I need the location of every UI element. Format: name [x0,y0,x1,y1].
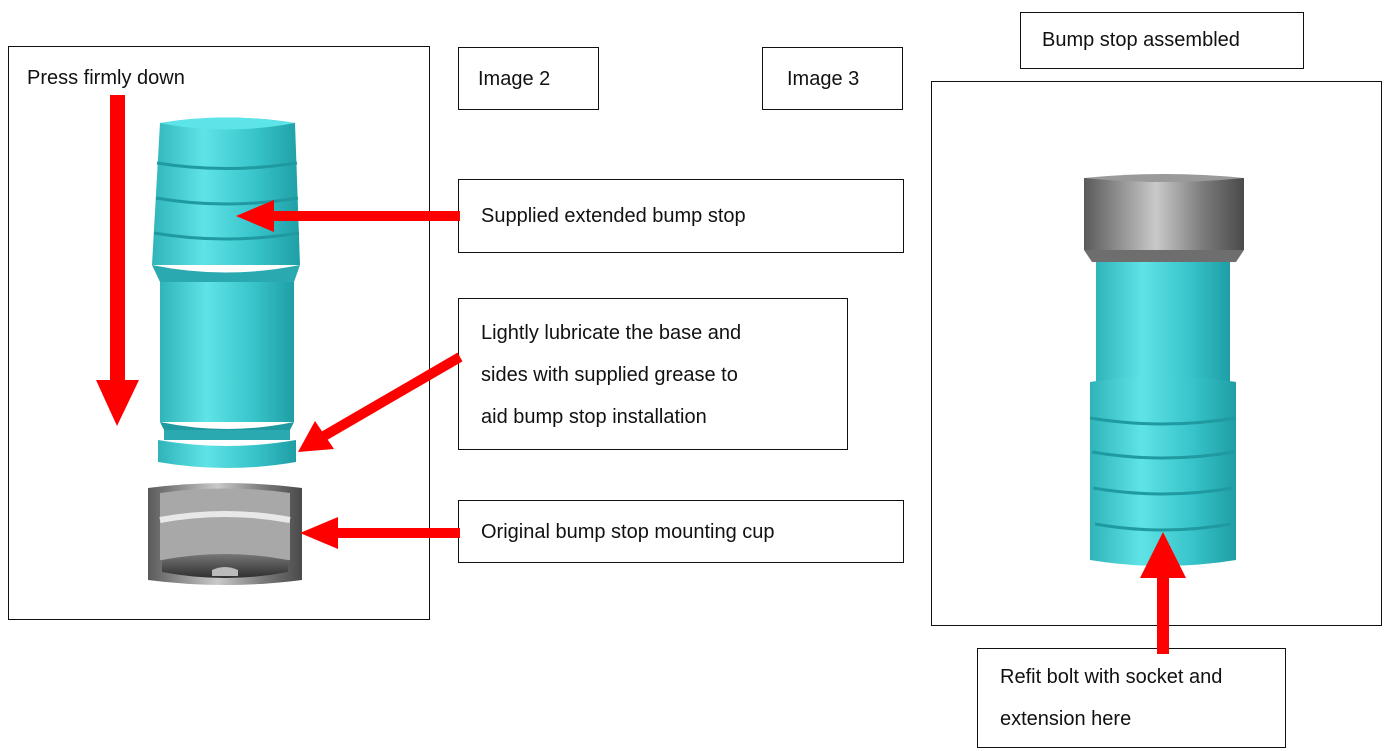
assembled-bump-stop-illustration [1084,174,1244,566]
press-label: Press firmly down [27,67,185,89]
lubricate-pointer-arrow [298,352,463,452]
original-box [458,500,904,563]
mounting-cup-illustration [148,483,302,585]
lubricate-label: Lightly lubricate the base and sides wit… [481,322,742,428]
supplied-label: Supplied extended bump stop [481,205,746,227]
supplied-pointer-arrow [236,200,460,232]
original-cup-pointer-arrow [300,517,460,549]
refit-box [977,648,1286,748]
image2-label: Image 2 [478,68,551,90]
supplied-box [458,179,904,253]
lubricate-box [458,298,848,450]
refit-label: Refit bolt with socket and extension her… [1000,666,1223,730]
refit-pointer-arrow [1140,532,1186,654]
original-label: Original bump stop mounting cup [481,521,775,543]
press-down-arrow [96,95,139,426]
image3-box [762,47,903,110]
image3-label: Image 3 [787,68,860,90]
image2-box [458,47,599,110]
assembled-box [1020,12,1304,69]
assembled-label: Bump stop assembled [1042,29,1240,51]
extended-bump-stop-illustration [152,117,300,468]
